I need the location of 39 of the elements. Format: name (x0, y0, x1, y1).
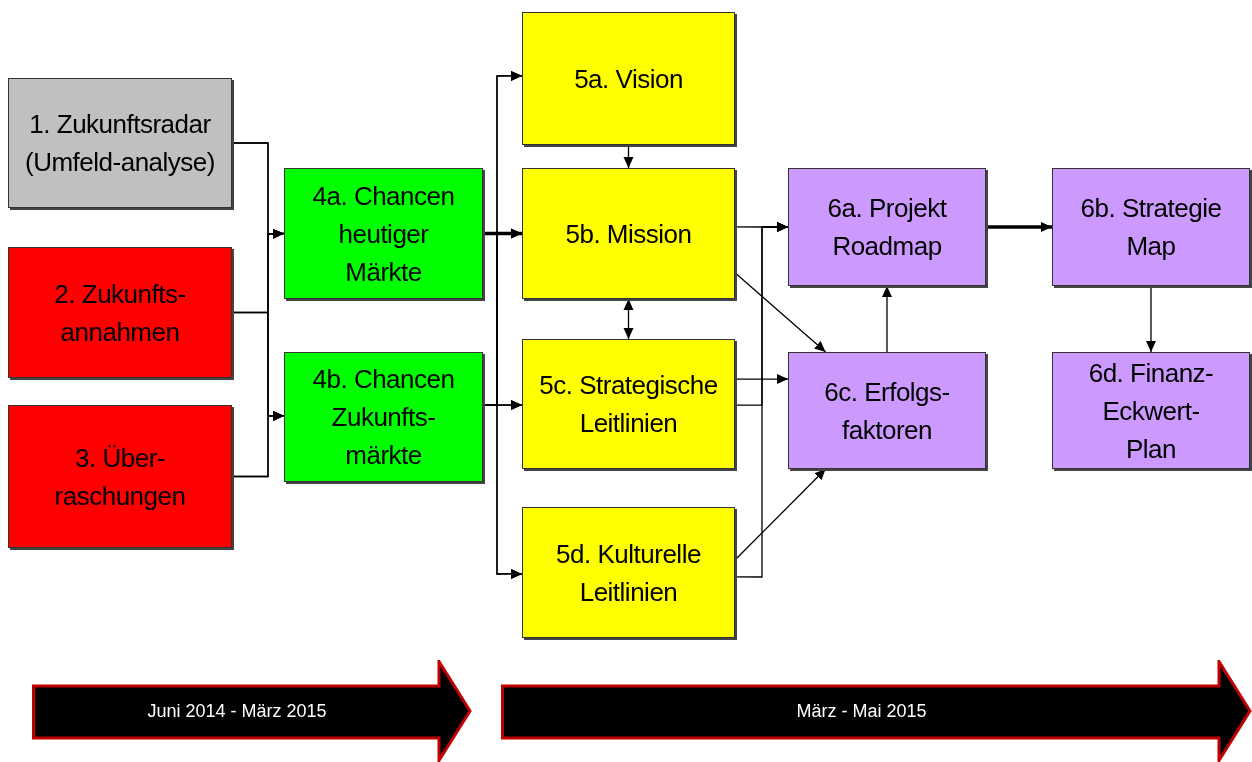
arrow (734, 272, 827, 353)
box-label: 6a. Projekt Roadmap (826, 192, 948, 263)
arrow (734, 222, 789, 578)
box-label: 5c. Strategische Leitlinien (538, 369, 719, 440)
process-box (522, 168, 735, 299)
box-label: 5d. Kulturelle Leitlinien (555, 537, 702, 609)
arrow (623, 144, 634, 169)
process-box (788, 168, 986, 286)
arrow (1146, 285, 1156, 353)
process-box (788, 352, 986, 469)
timeline-label: Juni 2014 - März 2015 (147, 699, 327, 723)
box-label: 4a. Chancen heutiger Märkte (311, 179, 456, 289)
process-box (1052, 168, 1250, 286)
box-label: 3. Über-raschungen (53, 441, 187, 513)
box-label: 6b. Strategie Map (1079, 192, 1223, 263)
arrow (986, 222, 1052, 232)
process-box (522, 507, 735, 638)
process-box (284, 352, 483, 482)
box-label: 1. Zukunftsradar (Umfeld-analyse) (24, 108, 216, 179)
process-box (8, 405, 232, 548)
arrow (882, 285, 892, 353)
process-box (8, 247, 232, 378)
timeline-label: März - Mai 2015 (796, 699, 927, 723)
box-label: 5a. Vision (574, 62, 683, 96)
box-label: 6d. Finanz-Eckwert-Plan (1087, 356, 1215, 466)
process-box (284, 168, 483, 299)
box-label: 2. Zukunfts-annahmen (53, 277, 187, 349)
box-label: 4b. Chancen Zukunfts-märkte (311, 363, 456, 472)
box-label: 6c. Erfolgs-faktoren (823, 375, 951, 447)
arrow (482, 404, 523, 579)
process-box (1052, 352, 1250, 469)
box-label: 5b. Mission (565, 217, 692, 251)
process-box (8, 78, 232, 208)
arrow (734, 468, 827, 561)
arrow (231, 410, 285, 478)
process-box (522, 12, 735, 145)
arrow (623, 298, 634, 340)
arrow (734, 374, 789, 385)
process-box (522, 339, 735, 469)
